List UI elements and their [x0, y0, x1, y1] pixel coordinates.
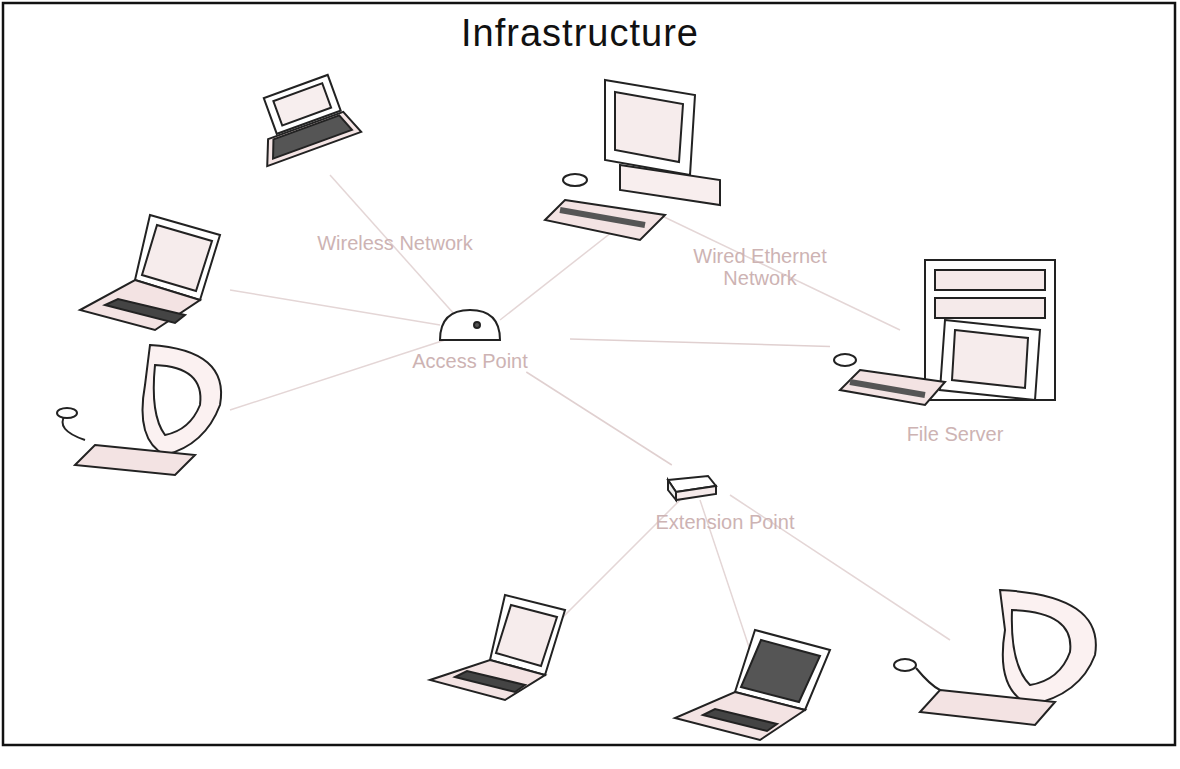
extension-point-icon — [668, 476, 716, 500]
laptop-icon — [675, 630, 830, 740]
palmtop-icon — [245, 71, 361, 166]
diagram-title: Infrastructure — [300, 12, 860, 55]
network-label: Wireless Network — [300, 232, 490, 254]
device-node: Extension Point — [600, 465, 850, 533]
network-label: Wired Ethernet Network — [660, 245, 860, 289]
desktop-icon — [545, 80, 720, 240]
imac-icon — [57, 345, 221, 475]
access-point-icon — [440, 310, 500, 340]
laptop-icon — [430, 595, 565, 700]
laptop-icon — [80, 215, 220, 330]
file-server-icon — [834, 260, 1055, 405]
device-label: File Server — [830, 423, 1080, 445]
device-label: Extension Point — [600, 511, 850, 533]
device-node: File Server — [830, 255, 1080, 445]
network-link — [570, 339, 830, 347]
device-node: Access Point — [370, 300, 570, 372]
network-link — [526, 372, 671, 465]
device-label: Access Point — [370, 350, 570, 372]
frame-border — [3, 3, 1175, 745]
imac-icon — [894, 590, 1096, 725]
link-lines — [230, 175, 950, 650]
